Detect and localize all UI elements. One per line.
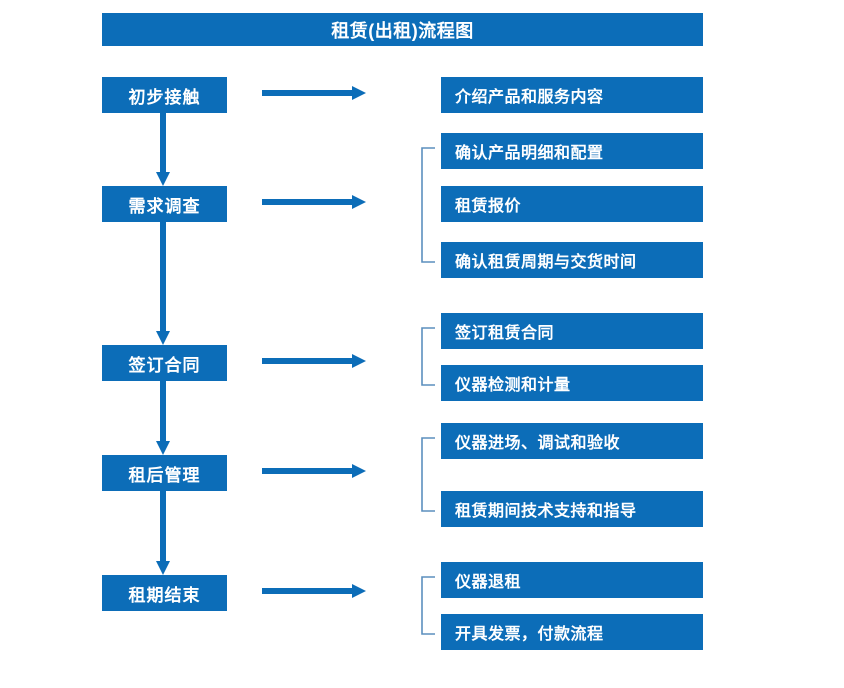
detail-label: 开具发票，付款流程	[455, 626, 604, 643]
detail-label: 仪器检测和计量	[455, 377, 571, 394]
detail-label: 确认产品明细和配置	[455, 145, 604, 162]
bracket-sign-contract-group	[421, 327, 435, 386]
stage-label: 需求调查	[128, 196, 201, 216]
arrow-right-needs-survey	[262, 195, 366, 209]
bracket-post-rent-mgmt-group	[421, 437, 435, 512]
detail-label: 租赁期间技术支持和指导	[455, 503, 637, 520]
detail-box-rental-quote[interactable]: 租赁报价	[441, 186, 703, 222]
arrow-down-needs-to-sign	[156, 222, 170, 345]
detail-label: 签订租赁合同	[455, 325, 555, 342]
arrow-right-post-rent-mgmt	[262, 464, 366, 478]
detail-box-intro-products[interactable]: 介绍产品和服务内容	[441, 77, 703, 113]
detail-box-confirm-period[interactable]: 确认租赁周期与交货时间	[441, 242, 703, 278]
bracket-lease-end-group	[421, 576, 435, 635]
arrow-down-sign-to-postrent	[156, 381, 170, 455]
arrow-right-sign-contract	[262, 354, 366, 368]
stage-box-lease-end[interactable]: 租期结束	[102, 575, 227, 611]
bracket-needs-survey-group	[421, 147, 435, 263]
stage-label: 租期结束	[128, 585, 201, 605]
stage-box-sign-contract[interactable]: 签订合同	[102, 345, 227, 381]
detail-box-instrument-check[interactable]: 仪器检测和计量	[441, 365, 703, 401]
arrow-down-postrent-to-leaseend	[156, 491, 170, 575]
detail-label: 租赁报价	[455, 198, 522, 215]
stage-label: 租后管理	[128, 465, 201, 485]
detail-box-confirm-spec[interactable]: 确认产品明细和配置	[441, 133, 703, 169]
detail-label: 确认租赁周期与交货时间	[455, 254, 637, 271]
detail-box-sign-rental-contract[interactable]: 签订租赁合同	[441, 313, 703, 349]
detail-box-tech-support[interactable]: 租赁期间技术支持和指导	[441, 491, 703, 527]
detail-box-instrument-return[interactable]: 仪器退租	[441, 562, 703, 598]
arrow-right-lease-end	[262, 584, 366, 598]
stage-box-post-rent-mgmt[interactable]: 租后管理	[102, 455, 227, 491]
detail-box-invoice-payment[interactable]: 开具发票，付款流程	[441, 614, 703, 650]
stage-box-needs-survey[interactable]: 需求调查	[102, 186, 227, 222]
arrow-down-initial-to-needs	[156, 113, 170, 186]
arrow-right-initial-contact	[262, 86, 366, 100]
page-title: 租赁(出租)流程图	[102, 13, 703, 46]
detail-box-instrument-entry[interactable]: 仪器进场、调试和验收	[441, 423, 703, 459]
stage-label: 初步接触	[128, 87, 201, 107]
stage-label: 签订合同	[128, 355, 201, 375]
stage-box-initial-contact[interactable]: 初步接触	[102, 77, 227, 113]
detail-label: 仪器退租	[455, 574, 522, 591]
detail-label: 仪器进场、调试和验收	[455, 435, 621, 452]
detail-label: 介绍产品和服务内容	[455, 89, 604, 106]
